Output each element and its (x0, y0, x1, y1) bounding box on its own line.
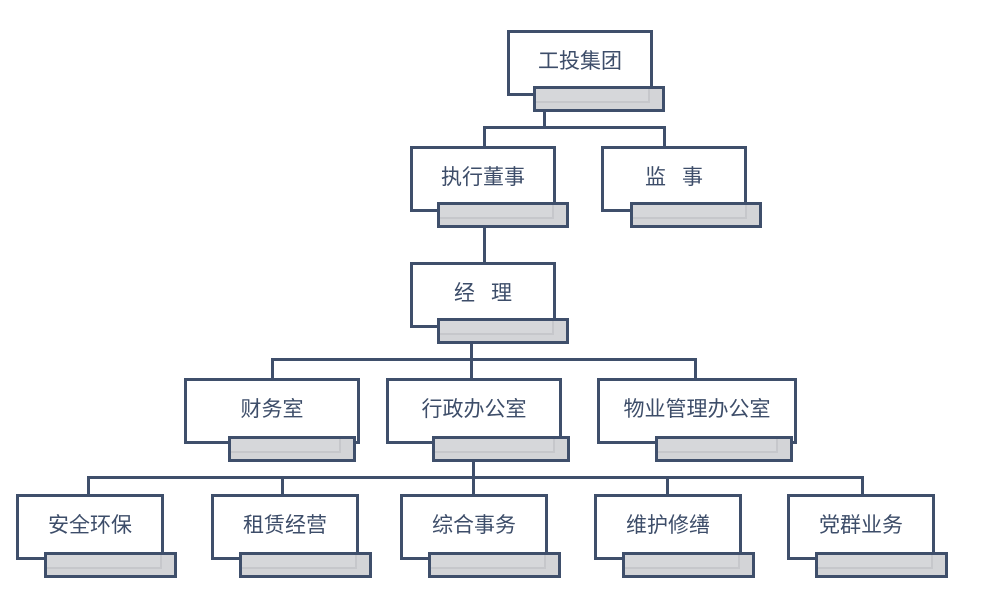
connector-row5-c4-drop (666, 476, 669, 496)
org-node-bar-inner-party-affairs (818, 555, 933, 569)
connector-row2-left-drop (483, 126, 486, 146)
connector-row2-bus (483, 126, 666, 129)
connector-row5-c3-drop (472, 476, 475, 496)
org-node-label-supervisor: 监事 (645, 164, 719, 189)
org-node-bar-inner-maintenance (625, 555, 740, 569)
org-node-bar-inner-leasing (242, 555, 357, 569)
org-node-box-maintenance: 维护修缮 (594, 494, 742, 560)
org-node-label-property-office: 物业管理办公室 (623, 396, 771, 421)
org-node-label-admin-office: 行政办公室 (421, 396, 527, 421)
org-node-bar-inner-safety-env (47, 555, 162, 569)
org-node-bar-party-affairs (815, 552, 948, 578)
org-node-box-leasing: 租赁经营 (211, 494, 359, 560)
connector-row5-bus (87, 476, 864, 479)
org-node-bar-general-affairs (428, 552, 561, 578)
org-node-bar-inner-supervisor (633, 205, 747, 219)
org-node-bar-inner-manager (440, 321, 554, 335)
connector-row2-right-drop (663, 126, 666, 146)
org-node-label-safety-env: 安全环保 (48, 512, 132, 537)
org-node-bar-property-office (655, 436, 793, 462)
connector-admin-drop (472, 462, 475, 478)
org-node-label-leasing: 租赁经营 (243, 512, 327, 537)
org-node-bar-manager (437, 318, 569, 344)
org-node-bar-maintenance (622, 552, 755, 578)
org-node-box-safety-env: 安全环保 (16, 494, 164, 560)
org-node-bar-finance-office (228, 436, 356, 462)
org-node-bar-admin-office (432, 436, 570, 462)
connector-row4-c2-drop (470, 358, 473, 378)
org-node-box-finance-office: 财务室 (184, 378, 360, 444)
connector-mgr-drop (470, 344, 473, 362)
connector-row4-bus (271, 358, 697, 361)
org-node-bar-leasing (239, 552, 372, 578)
org-node-bar-supervisor (630, 202, 762, 228)
org-node-label-finance-office: 财务室 (240, 396, 304, 421)
connector-exec-to-mgr (483, 228, 486, 262)
org-node-label-party-affairs: 党群业务 (819, 512, 903, 537)
org-node-bar-safety-env (44, 552, 177, 578)
connector-row5-c5-drop (861, 476, 864, 496)
org-node-box-admin-office: 行政办公室 (386, 378, 562, 444)
org-node-bar-inner-property-office (658, 439, 778, 453)
org-node-label-root: 工投集团 (538, 48, 622, 73)
connector-row4-c1-drop (271, 358, 274, 378)
connector-row4-c3-drop (694, 358, 697, 378)
org-node-bar-exec-director (437, 202, 569, 228)
org-node-bar-inner-finance-office (231, 439, 341, 453)
org-node-bar-inner-general-affairs (431, 555, 546, 569)
org-node-box-party-affairs: 党群业务 (787, 494, 935, 560)
org-node-bar-inner-admin-office (435, 439, 555, 453)
org-node-bar-inner-root (536, 89, 650, 103)
org-node-box-root: 工投集团 (507, 30, 653, 96)
connector-row5-c1-drop (87, 476, 90, 496)
org-node-bar-inner-exec-director (440, 205, 554, 219)
connector-row5-c2-drop (281, 476, 284, 496)
org-node-box-general-affairs: 综合事务 (400, 494, 548, 560)
org-node-label-manager: 经理 (454, 280, 528, 305)
org-node-label-maintenance: 维护修缮 (626, 512, 710, 537)
org-node-label-exec-director: 执行董事 (441, 164, 525, 189)
connector-root-drop (543, 112, 546, 128)
org-node-box-property-office: 物业管理办公室 (597, 378, 797, 444)
org-node-bar-root (533, 86, 665, 112)
org-node-label-general-affairs: 综合事务 (432, 512, 516, 537)
